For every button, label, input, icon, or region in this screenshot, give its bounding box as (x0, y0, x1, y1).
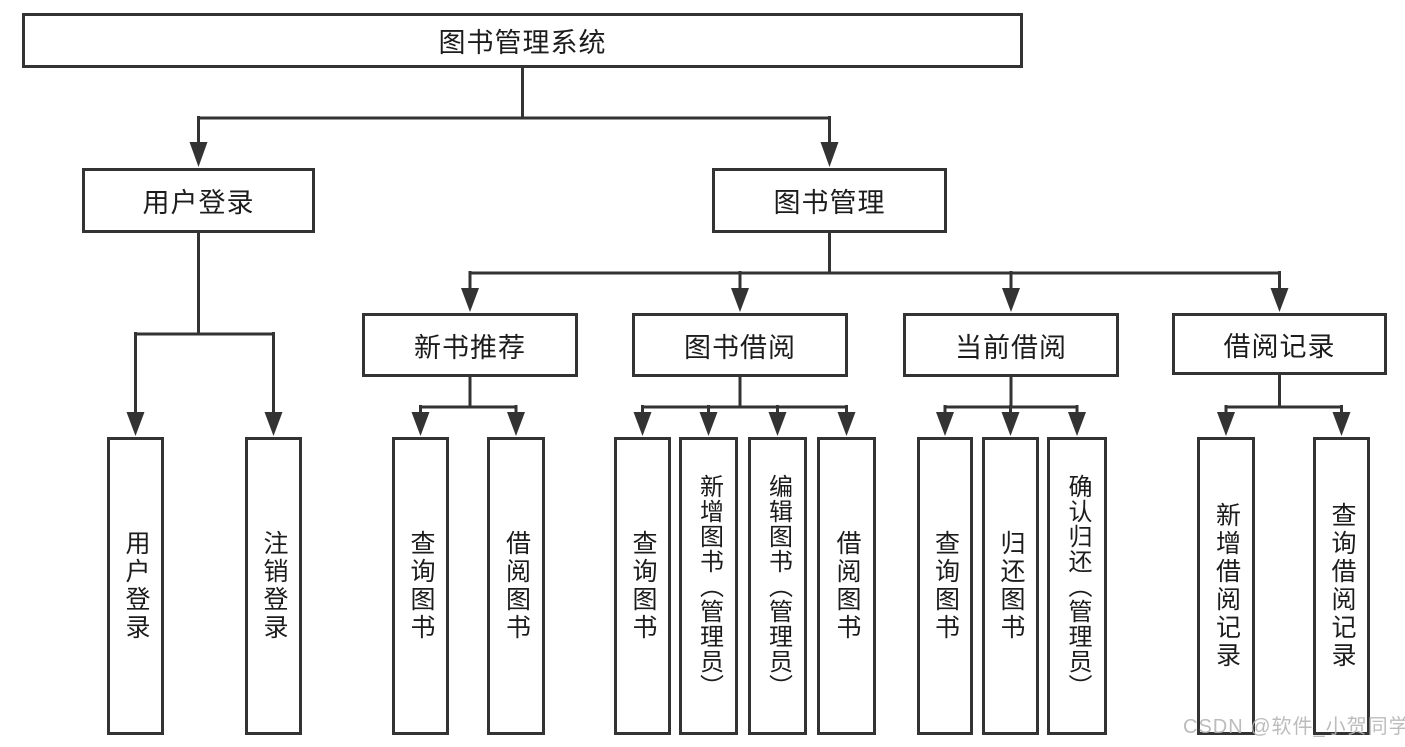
leaf-confirm-return-admin: 确认归还（管理员） (1047, 437, 1107, 735)
leaf-add-books-admin-label: 新增图书（管理员） (695, 473, 723, 699)
node-root: 图书管理系统 (22, 13, 1023, 68)
node-current-borrow: 当前借阅 (903, 313, 1119, 377)
leaf-query-books-current-label: 查询图书 (931, 530, 960, 642)
leaf-logout-login: 注销登录 (245, 437, 302, 735)
leaf-query-borrow-record-label: 查询借阅记录 (1328, 502, 1356, 670)
arrowhead-icons (126, 142, 1351, 436)
leaf-return-books-label: 归还图书 (997, 530, 1025, 642)
node-user-login-label: 用户登录 (142, 188, 255, 218)
leaf-confirm-return-admin-label: 确认归还（管理员） (1064, 473, 1091, 699)
node-book-borrow-label: 图书借阅 (684, 332, 796, 363)
node-book-borrow: 图书借阅 (632, 313, 848, 377)
leaf-borrow-books-recommend: 借阅图书 (487, 437, 545, 735)
node-borrow-records: 借阅记录 (1172, 313, 1387, 375)
leaf-query-books-recommend: 查询图书 (392, 437, 449, 735)
leaf-query-books-current: 查询图书 (917, 437, 973, 735)
node-new-book-recommend-label: 新书推荐 (414, 332, 526, 363)
leaf-borrow-books: 借阅图书 (817, 437, 876, 735)
leaf-logout-login-label: 注销登录 (260, 530, 288, 642)
leaf-query-books-borrow-label: 查询图书 (629, 530, 657, 642)
node-borrow-records-label: 借阅记录 (1223, 331, 1336, 362)
leaf-borrow-books-label: 借阅图书 (833, 530, 861, 642)
leaf-edit-books-admin: 编辑图书（管理员） (748, 437, 807, 735)
leaf-query-borrow-record: 查询借阅记录 (1313, 437, 1370, 735)
leaf-edit-books-admin-label: 编辑图书（管理员） (764, 473, 792, 699)
leaf-query-books-borrow: 查询图书 (614, 437, 671, 735)
csdn-watermark: CSDN @软件_小贺同学 (1183, 716, 1405, 738)
node-current-borrow-label: 当前借阅 (955, 332, 1067, 363)
leaf-add-books-admin: 新增图书（管理员） (679, 437, 738, 735)
leaf-return-books: 归还图书 (982, 437, 1039, 735)
leaf-borrow-books-recommend-label: 借阅图书 (502, 530, 531, 642)
leaf-query-books-recommend-label: 查询图书 (407, 530, 435, 642)
node-book-management: 图书管理 (712, 168, 947, 233)
leaf-add-borrow-record-label: 新增借阅记录 (1212, 502, 1241, 670)
leaf-user-login: 用户登录 (107, 437, 164, 735)
node-book-management-label: 图书管理 (773, 188, 886, 218)
leaf-add-borrow-record: 新增借阅记录 (1197, 437, 1255, 735)
leaf-user-login-label: 用户登录 (122, 530, 150, 642)
node-root-label: 图书管理系统 (438, 28, 607, 58)
node-new-book-recommend: 新书推荐 (362, 313, 578, 377)
node-user-login: 用户登录 (82, 168, 315, 233)
